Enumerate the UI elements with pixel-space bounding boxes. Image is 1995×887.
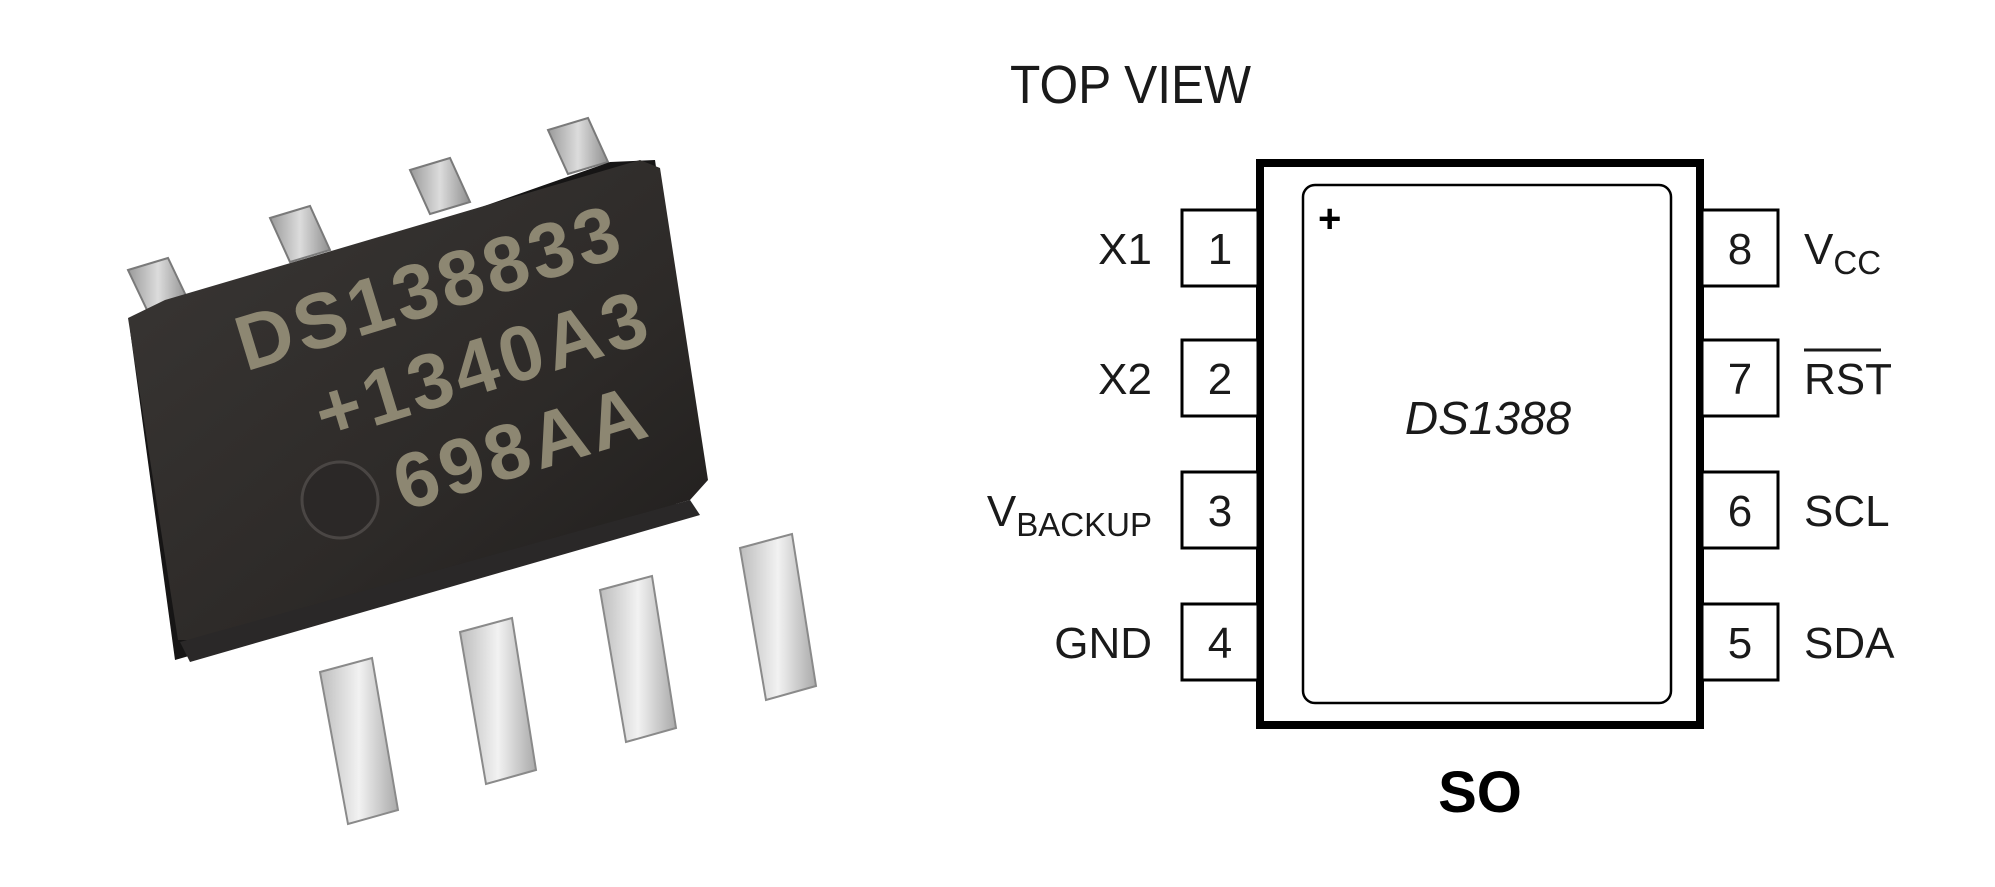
- pin-label: X1: [1098, 225, 1152, 274]
- pin-number: 3: [1208, 487, 1232, 536]
- die-outline: [1301, 183, 1673, 705]
- pin-label: VBACKUP: [987, 487, 1152, 543]
- pin-5: 5 SDA: [1700, 602, 1895, 682]
- pin-label: RST: [1804, 355, 1892, 404]
- pin-label: SDA: [1804, 619, 1895, 668]
- package-label: SO: [1438, 760, 1522, 825]
- left-pins: 1 X1 2 X2 3 VBACKUP 4 GND: [987, 208, 1260, 682]
- pin-number: 6: [1728, 487, 1752, 536]
- pin-3: 3 VBACKUP: [987, 470, 1260, 550]
- pinout-diagram: TOP VIEW + DS1388 1 X1 2 X2 3 VBACKUP 4 …: [987, 54, 1895, 825]
- pin-1: 1 X1: [1098, 208, 1260, 288]
- front-leads: [318, 532, 818, 826]
- package-outline: [1256, 159, 1704, 729]
- chip-name: DS1388: [1405, 392, 1572, 444]
- pin-label: VCC: [1804, 225, 1881, 281]
- pin-7: 7 RST: [1700, 338, 1892, 418]
- pin-label: X2: [1098, 355, 1152, 404]
- chip-body-top: [128, 160, 708, 640]
- pin-number: 1: [1208, 225, 1232, 274]
- back-leads: [126, 116, 610, 314]
- pin-label: GND: [1054, 619, 1152, 668]
- pin-number: 4: [1208, 619, 1232, 668]
- pin1-dimple: [300, 460, 380, 540]
- pin-number: 7: [1728, 355, 1752, 404]
- pin-label: SCL: [1804, 487, 1890, 536]
- diagram-title: TOP VIEW: [1010, 54, 1251, 114]
- pin-number: 2: [1208, 355, 1232, 404]
- pin-number: 8: [1728, 225, 1752, 274]
- pin-8: 8 VCC: [1700, 208, 1881, 288]
- pin-2: 2 X2: [1098, 338, 1260, 418]
- pin-number: 5: [1728, 619, 1752, 668]
- right-pins: 8 VCC 7 RST 6 SCL 5 SDA: [1700, 208, 1895, 682]
- pin-6: 6 SCL: [1700, 470, 1890, 550]
- pin-4: 4 GND: [1054, 602, 1260, 682]
- orientation-mark: +: [1318, 197, 1341, 241]
- chip-photo: DS138833 +1340A3 698AA: [126, 116, 818, 826]
